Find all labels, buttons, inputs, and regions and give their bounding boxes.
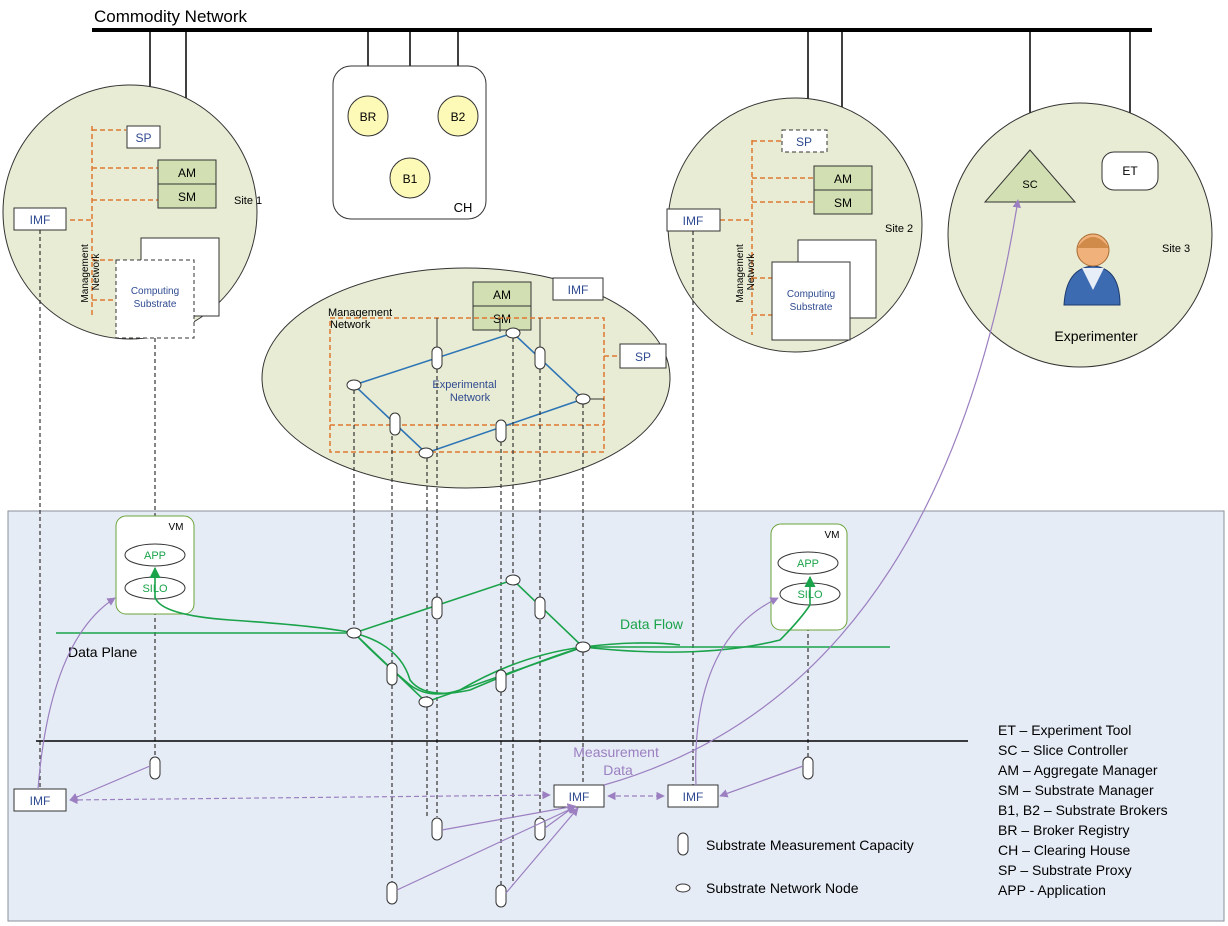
svg-text:ET: ET [1122,164,1138,178]
svg-text:SM: SM [834,196,852,210]
svg-text:AM: AM [178,166,196,180]
experimenter-icon [1063,233,1121,306]
site-1: SP AM SM IMF Computing Substrate Managem… [2,84,262,340]
legend-item: SM – Substrate Manager [998,782,1154,798]
svg-text:APP: APP [797,558,819,570]
svg-text:B2: B2 [451,110,466,124]
legend-item: CH – Clearing House [998,842,1130,858]
experiment-tool [1101,151,1159,191]
svg-text:Management Network: Management Network [735,241,757,302]
svg-text:Experimenter: Experimenter [1054,328,1138,344]
site1-label: Site 1 [234,195,262,207]
svg-text:IMF: IMF [30,794,51,808]
svg-text:AM: AM [493,288,511,302]
data-plane-label: Data Plane [68,644,137,660]
imf-lower: IMF IMF IMF [13,784,719,812]
vm-right: VM APP SILO [770,523,848,631]
sp-box [126,125,161,149]
svg-text:IMF: IMF [683,790,704,804]
svg-text:IMF: IMF [568,283,589,297]
vm-left: VM APP SILO [115,515,195,615]
central-aggregate: AM SM IMF SP Management Network [261,267,671,489]
legend-item: BR – Broker Registry [998,822,1129,838]
svg-text:SP: SP [635,350,651,364]
svg-text:VM: VM [169,522,184,533]
svg-text:Substrate Measurement Capacity: Substrate Measurement Capacity [706,837,914,853]
computing-substrate [115,259,195,339]
legend-item: SP – Substrate Proxy [998,862,1132,878]
svg-text:CH: CH [454,200,473,215]
svg-text:SC: SC [1022,179,1037,191]
svg-text:SP: SP [796,135,812,149]
svg-text:Site 2: Site 2 [885,223,913,235]
abbreviation-legend: ET – Experiment Tool SC – Slice Controll… [998,722,1168,898]
legend-symbols: Substrate Measurement Capacity Substrate… [675,832,914,896]
legend-item: AM – Aggregate Manager [998,762,1158,778]
svg-text:BR: BR [360,110,377,124]
svg-text:IMF: IMF [569,790,590,804]
svg-text:Substrate Network Node: Substrate Network Node [706,880,859,896]
svg-text:SM: SM [178,190,196,204]
legend-item: B1, B2 – Substrate Brokers [998,802,1168,818]
legend-item: SC – Slice Controller [998,742,1128,758]
svg-text:Computing: Computing [131,286,179,297]
site-2: SP AM SM IMF Computing Substrate Managem… [666,97,923,353]
legend-item: ET – Experiment Tool [998,722,1131,738]
svg-text:IMF: IMF [30,213,51,227]
center-mgmt-network: Management Network [328,307,395,331]
site-3: SC ET Site 3 Experimenter [947,102,1213,368]
svg-text:Computing: Computing [787,289,835,300]
data-flow-label: Data Flow [620,616,684,632]
svg-text:AM: AM [834,172,852,186]
experimental-network: Experimental Network [432,379,499,404]
lower-region [7,510,1225,922]
slice-controller [983,149,1077,203]
sm-box [157,183,217,209]
commodity-network-label: Commodity Network [94,7,248,26]
svg-text:IMF: IMF [683,214,704,228]
clearing-house: BR B2 B1 CH [332,65,487,220]
measurement-data-label: Measurement Data [573,744,662,778]
svg-text:Substrate: Substrate [790,302,833,313]
site1-mgmt-network: Management Network [80,241,102,302]
svg-text:SM: SM [493,312,511,326]
svg-text:Substrate: Substrate [134,299,177,310]
svg-text:VM: VM [825,530,840,541]
svg-text:B1: B1 [403,172,418,186]
svg-text:SP: SP [135,131,151,145]
legend-item: APP - Application [998,882,1106,898]
svg-text:Site 3: Site 3 [1162,243,1190,255]
svg-text:APP: APP [144,550,166,562]
